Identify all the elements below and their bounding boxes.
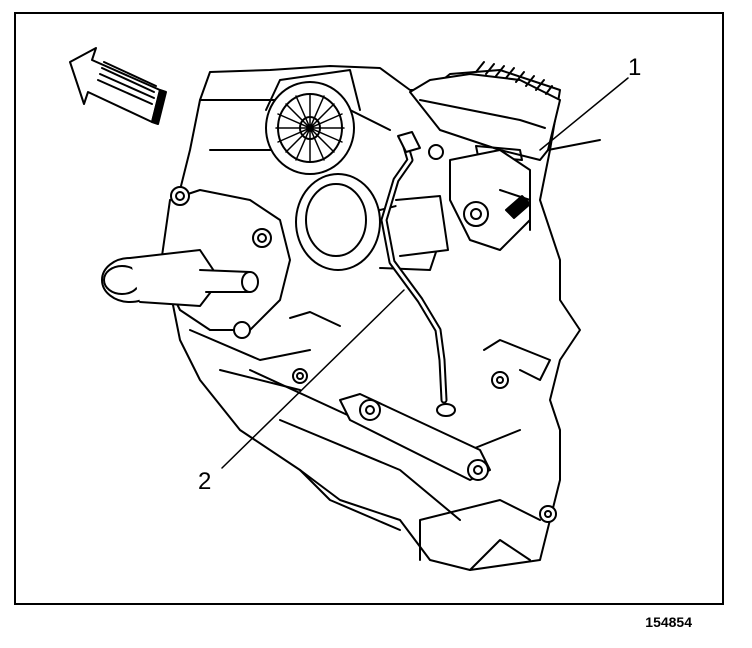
callout-2: 2	[198, 468, 212, 495]
callout-1: 1	[628, 54, 642, 81]
diagram-frame	[14, 12, 724, 605]
component-2-tube	[380, 131, 456, 417]
intake-manifold	[409, 61, 601, 161]
lower-bracket	[289, 311, 557, 523]
direction-arrow-icon	[69, 47, 167, 125]
accessory-pulley	[265, 69, 361, 175]
engine-block	[169, 65, 581, 571]
component-1	[449, 149, 531, 251]
water-outlet	[101, 186, 291, 339]
leader-line-2	[221, 289, 405, 469]
figure-number: 154854	[645, 614, 692, 630]
leader-lines	[221, 77, 629, 469]
throttle-body	[295, 173, 449, 271]
leader-line-1	[539, 77, 629, 151]
